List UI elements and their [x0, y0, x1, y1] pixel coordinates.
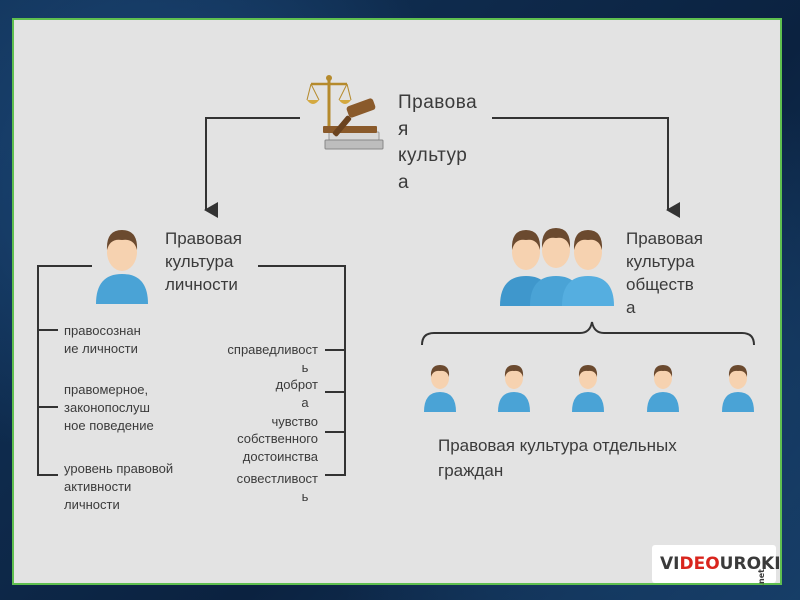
videouroki-logo: VIDEOUROKI.net	[652, 545, 781, 587]
citizen-icon	[572, 365, 604, 412]
group-of-people-icon	[500, 228, 614, 306]
quality-conscientiousness: совестливост ь	[236, 471, 318, 504]
quality-self-dignity: чувство собственного достоинства	[237, 414, 318, 464]
main-title: Правова я культур а	[398, 92, 478, 193]
person-avatar-icon	[96, 230, 148, 304]
citizen-icon	[722, 365, 754, 412]
citizen-icon	[498, 365, 530, 412]
arrow-to-society-culture	[492, 117, 680, 218]
right-qualities-bracket	[258, 265, 346, 476]
component-legal-activity: уровень правовой активности личности	[64, 461, 174, 512]
society-culture-title: Правовая культура обществ а	[626, 229, 703, 317]
component-legal-consciousness: правосознан ие личности	[64, 323, 141, 356]
citizens-culture-label: Правовая культура отдельных граждан	[438, 436, 677, 480]
citizen-icon	[647, 365, 679, 412]
citizens-brace	[421, 321, 755, 346]
personal-culture-title: Правовая культура личности	[165, 229, 242, 294]
quality-justice: справедливост ь	[227, 342, 318, 375]
justice-scales-gavel-icon	[306, 75, 384, 150]
arrow-to-personal-culture	[204, 117, 300, 218]
citizen-icon	[424, 365, 456, 412]
component-lawful-behavior: правомерное, законопослуш ное поведение	[64, 382, 154, 433]
quality-kindness: доброт а	[275, 377, 318, 410]
left-components-bracket	[37, 265, 92, 476]
